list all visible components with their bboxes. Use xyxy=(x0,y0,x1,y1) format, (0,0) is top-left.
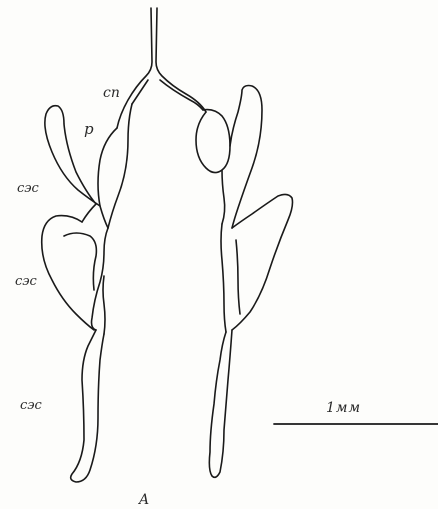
gland-label-middle: сэс xyxy=(15,275,37,288)
right-reservoir xyxy=(196,110,230,173)
scale-bar-label: 1мм xyxy=(326,401,361,415)
left-gland-lower xyxy=(71,276,105,482)
panel-label: A xyxy=(139,493,149,507)
gland-label-upper: сэс xyxy=(17,182,39,195)
right-gland-middle xyxy=(221,194,293,332)
right-gland-upper xyxy=(222,86,262,229)
duct-label: сп xyxy=(103,86,120,100)
right-gland-lower xyxy=(209,330,232,477)
left-gland-middle xyxy=(42,216,108,330)
left-reservoir xyxy=(98,104,132,228)
reservoir-label: р xyxy=(84,122,94,137)
gland-label-lower: сэс xyxy=(20,399,42,412)
